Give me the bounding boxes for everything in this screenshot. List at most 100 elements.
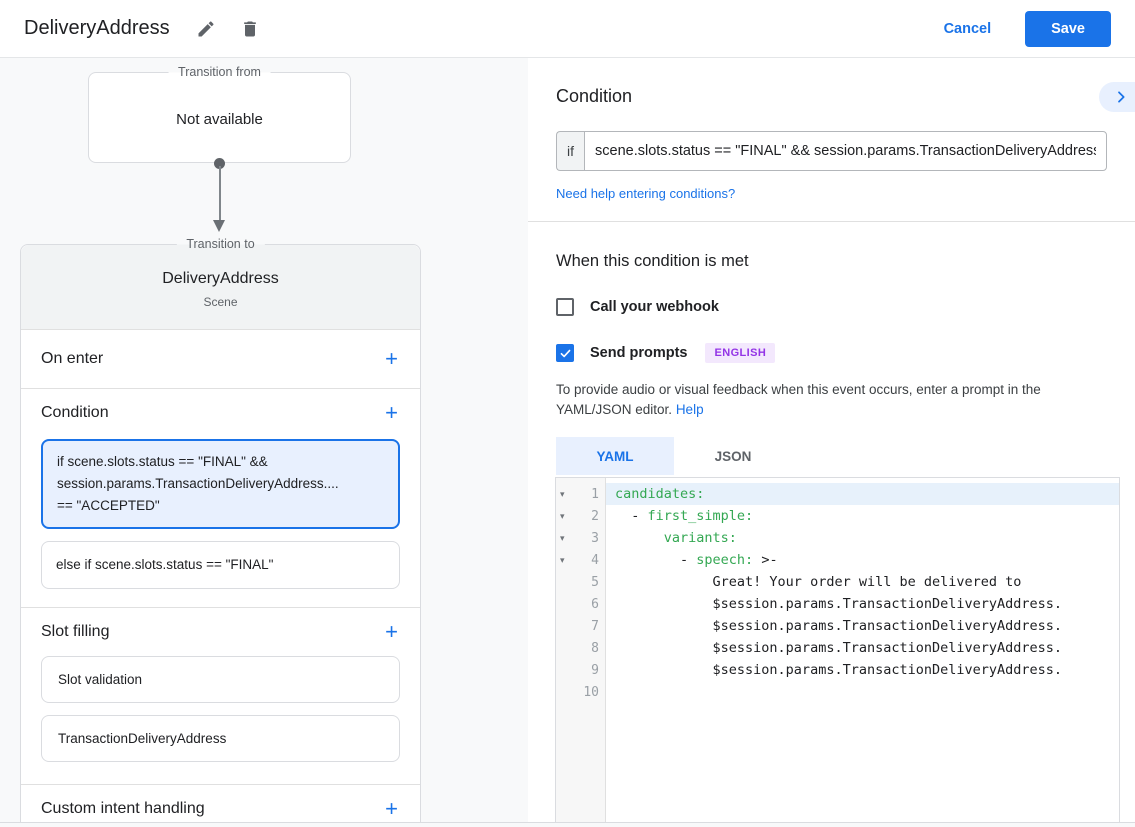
webhook-label: Call your webhook: [590, 299, 719, 315]
language-badge: ENGLISH: [705, 343, 776, 363]
editor-line[interactable]: ▾ 4 - speech: >-: [556, 549, 1119, 571]
editor-line[interactable]: ▾ 3 variants:: [556, 527, 1119, 549]
bottom-scrollbar-track[interactable]: [0, 822, 1135, 827]
fold-toggle-icon[interactable]: ▾: [560, 554, 565, 565]
cancel-button[interactable]: Cancel: [943, 20, 992, 37]
line-number: 8: [591, 640, 599, 656]
code-line-content: $session.params.TransactionDeliveryAddre…: [615, 618, 1063, 634]
fold-toggle-icon[interactable]: ▾: [560, 532, 565, 543]
connector-dot-icon: [214, 158, 225, 169]
editor-line[interactable]: 8 $session.params.TransactionDeliveryAdd…: [556, 637, 1119, 659]
code-line-content: [606, 681, 1119, 703]
top-bar: DeliveryAddress Cancel Save: [0, 0, 1135, 58]
add-slot-button[interactable]: +: [385, 619, 398, 644]
transition-to-legend: Transition to: [176, 236, 265, 253]
scene-type-label: Scene: [203, 295, 238, 309]
condition-text-line: session.params.TransactionDeliveryAddres…: [57, 476, 339, 491]
condition-text-line: == "ACCEPTED": [57, 498, 160, 513]
send-prompts-checkbox[interactable]: [556, 344, 574, 362]
fold-toggle-icon[interactable]: ▾: [560, 510, 565, 521]
condition-text-line: if scene.slots.status == "FINAL" &&: [57, 454, 268, 469]
section-condition: Condition + if scene.slots.status == "FI…: [21, 389, 420, 608]
send-prompts-option-row: Send prompts ENGLISH: [556, 343, 1107, 363]
section-slot-filling: Slot filling + Slot validation Transacti…: [21, 608, 420, 785]
code-line-content: - first_simple:: [615, 508, 754, 524]
line-number: 4: [591, 552, 599, 568]
add-on-enter-button[interactable]: +: [385, 346, 398, 371]
tab-json[interactable]: JSON: [714, 448, 752, 464]
editor-lines: ▾ 1 candidates: ▾ 2 - first_simple: ▾ 3 varian…: [556, 478, 1119, 703]
scene-name: DeliveryAddress: [162, 270, 279, 287]
line-number: 9: [591, 662, 599, 678]
add-condition-button[interactable]: +: [385, 400, 398, 425]
trash-icon: [240, 19, 260, 39]
section-on-enter: On enter +: [21, 330, 420, 389]
condition-detail-panel: Condition if Need help entering conditio…: [528, 58, 1135, 822]
line-number: 6: [591, 596, 599, 612]
webhook-option-row: Call your webhook: [556, 298, 1107, 316]
editor-tabs: YAML JSON: [556, 437, 1107, 475]
chevron-right-icon: [1113, 89, 1129, 105]
condition-expression-row: if: [556, 131, 1107, 171]
scene-card: Transition to DeliveryAddress Scene On e…: [20, 236, 421, 822]
checkmark-icon: [559, 347, 572, 360]
collapse-panel-button[interactable]: [1099, 82, 1135, 112]
add-custom-intent-button[interactable]: +: [385, 796, 398, 821]
line-number: 2: [591, 508, 599, 524]
code-line-content: $session.params.TransactionDeliveryAddre…: [615, 640, 1063, 656]
line-number: 7: [591, 618, 599, 634]
code-line-content: variants:: [663, 530, 737, 546]
custom-intent-label: Custom intent handling: [41, 800, 205, 817]
condition-item-else[interactable]: else if scene.slots.status == "FINAL": [41, 541, 400, 589]
editor-gutter: [556, 478, 606, 822]
on-enter-label: On enter: [41, 350, 104, 367]
connector-line: [218, 166, 221, 222]
code-line-content: - speech: >-: [615, 552, 778, 568]
line-number: 5: [591, 574, 599, 590]
editor-line[interactable]: 9 $session.params.TransactionDeliveryAdd…: [556, 659, 1119, 681]
editor-line[interactable]: 10: [556, 681, 1119, 703]
when-met-heading: When this condition is met: [556, 252, 749, 270]
pencil-icon: [196, 19, 216, 39]
code-line-content: $session.params.TransactionDeliveryAddre…: [615, 596, 1063, 612]
slot-item-validation[interactable]: Slot validation: [41, 656, 400, 703]
edit-title-button[interactable]: [192, 15, 220, 43]
prompt-editor-description: To provide audio or visual feedback when…: [556, 380, 1107, 420]
editor-line[interactable]: ▾ 2 - first_simple:: [556, 505, 1119, 527]
scene-card-header: DeliveryAddress Scene: [21, 245, 420, 330]
yaml-code-editor[interactable]: ▾ 1 candidates: ▾ 2 - first_simple: ▾ 3 varian…: [555, 477, 1120, 822]
code-line-content: candidates:: [606, 483, 1119, 505]
transition-from-box: Transition from Not available: [88, 64, 351, 163]
send-prompts-label: Send prompts: [590, 345, 688, 361]
code-line-content: Great! Your order will be delivered to: [615, 574, 1022, 590]
condition-label: Condition: [41, 404, 109, 421]
condition-item-selected[interactable]: if scene.slots.status == "FINAL" && sess…: [41, 439, 400, 529]
line-number: 10: [583, 684, 599, 700]
editor-line[interactable]: 5 Great! Your order will be delivered to: [556, 571, 1119, 593]
save-button[interactable]: Save: [1025, 10, 1111, 47]
section-custom-intent: Custom intent handling +: [21, 785, 420, 822]
webhook-checkbox[interactable]: [556, 298, 574, 316]
transition-from-legend: Transition from: [168, 64, 271, 81]
editor-line[interactable]: 7 $session.params.TransactionDeliveryAdd…: [556, 615, 1119, 637]
if-prefix-chip: if: [556, 131, 584, 171]
line-number: 1: [591, 486, 599, 502]
editor-line[interactable]: ▾ 1 candidates:: [556, 483, 1119, 505]
slot-item-delivery-address[interactable]: TransactionDeliveryAddress: [41, 715, 400, 762]
delete-scene-button[interactable]: [236, 15, 264, 43]
condition-expression-input[interactable]: [584, 131, 1107, 171]
arrow-down-icon: [213, 220, 225, 232]
code-line-content: $session.params.TransactionDeliveryAddre…: [615, 662, 1063, 678]
page-title: DeliveryAddress: [24, 17, 170, 39]
tab-yaml[interactable]: YAML: [556, 437, 674, 475]
fold-toggle-icon[interactable]: ▾: [560, 488, 565, 499]
slot-filling-label: Slot filling: [41, 623, 110, 640]
conditions-help-link[interactable]: Need help entering conditions?: [556, 186, 736, 201]
description-text: To provide audio or visual feedback when…: [556, 382, 1041, 417]
editor-line[interactable]: 6 $session.params.TransactionDeliveryAdd…: [556, 593, 1119, 615]
line-number: 3: [591, 530, 599, 546]
section-divider: [528, 221, 1135, 222]
prompt-help-link[interactable]: Help: [675, 402, 704, 417]
condition-panel-heading: Condition: [556, 86, 633, 106]
